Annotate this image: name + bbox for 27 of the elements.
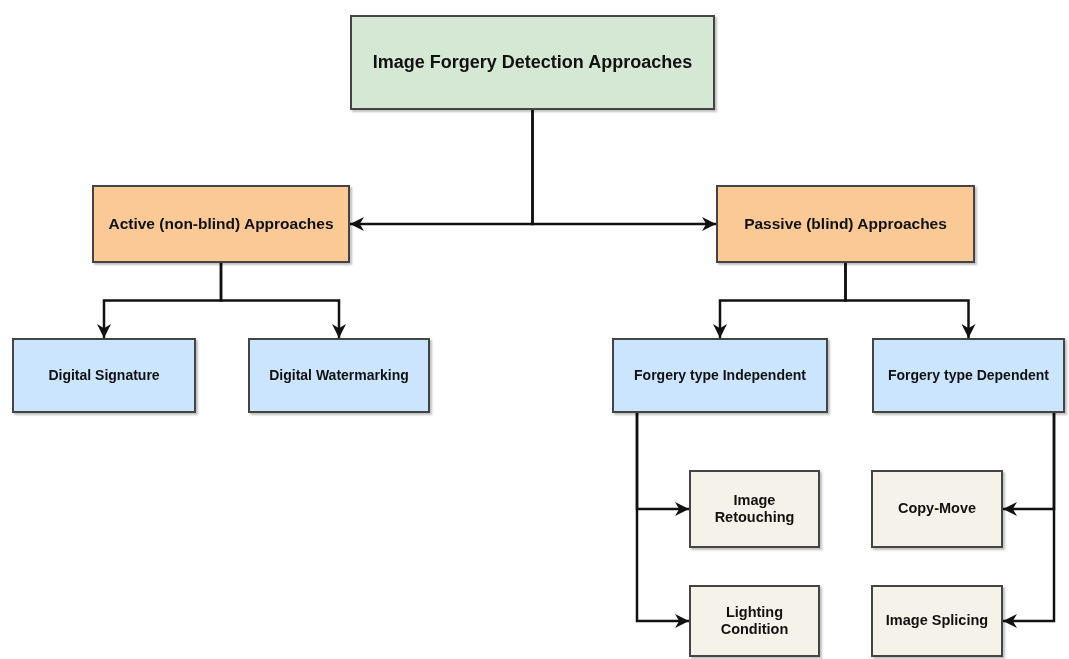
node-label: Digital Watermarking xyxy=(268,367,410,384)
category-box xyxy=(716,185,975,263)
title-box xyxy=(350,15,715,110)
arrow xyxy=(1003,413,1056,628)
method-box xyxy=(612,338,828,413)
category-box xyxy=(92,185,350,263)
node-label: Active (non-blind) Approaches xyxy=(107,214,335,234)
leaf-box xyxy=(871,585,1003,657)
node-label: Image Forgery Detection Approaches xyxy=(371,51,694,74)
node-label: Forgery type Independent xyxy=(633,367,807,384)
node-label: Passive (blind) Approaches xyxy=(743,214,948,234)
arrow xyxy=(219,263,346,338)
node-label: Image Retouching xyxy=(713,491,796,527)
method-box xyxy=(248,338,430,413)
method-box xyxy=(12,338,196,413)
node-label: Copy-Move xyxy=(896,500,978,518)
node-label: Digital Signature xyxy=(47,367,161,384)
arrow xyxy=(844,263,976,338)
node-label: Image Splicing xyxy=(884,612,990,630)
arrow xyxy=(531,110,716,231)
leaf-box xyxy=(871,470,1003,548)
leaf-box xyxy=(689,585,820,657)
leaf-box xyxy=(689,470,820,548)
node-label: Forgery type Dependent xyxy=(887,367,1050,384)
node-label: Lighting Condition xyxy=(719,603,790,639)
arrow xyxy=(635,413,689,628)
method-box xyxy=(872,338,1065,413)
